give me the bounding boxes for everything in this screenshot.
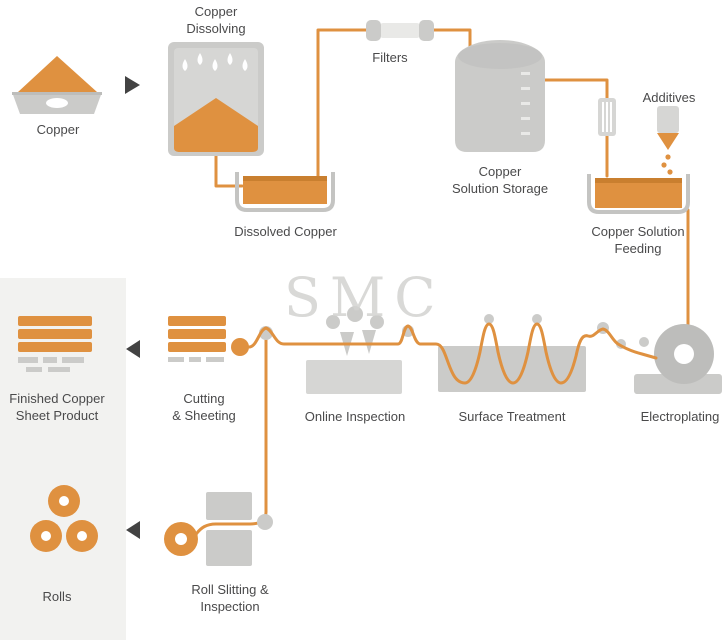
arrow-left-finished-icon [126, 340, 140, 358]
roll-slitting-machine-icon [164, 492, 273, 566]
online-inspection-machine-icon [306, 306, 402, 394]
label-rolls: Rolls [42, 589, 72, 604]
label-online-inspection: Online Inspection [304, 409, 406, 424]
feeding-tray-icon [587, 174, 690, 214]
label-copper-solution-storage: Copper Solution Storage [451, 164, 549, 196]
label-dissolved-copper: Dissolved Copper [234, 224, 337, 239]
label-surface-treatment: Surface Treatment [458, 409, 566, 424]
inline-filter-icon [598, 98, 616, 136]
label-copper-dissolving: Copper Dissolving [186, 4, 246, 36]
surface-treatment-tank-icon [438, 346, 586, 392]
filters-icon [366, 20, 434, 41]
dissolved-copper-tray-icon [235, 172, 335, 212]
label-copper-solution-feeding: Copper Solution Feeding [591, 224, 685, 256]
finished-sheets-icon [18, 316, 92, 372]
rolls-stack-icon [30, 485, 98, 552]
copper-foil-line [247, 322, 658, 385]
storage-tank-icon [455, 40, 545, 152]
label-cutting-sheeting: Cutting & Sheeting [172, 391, 236, 423]
copper-dissolving-tank-icon [168, 42, 264, 156]
label-roll-slitting-inspection: Roll Slitting & Inspection [191, 582, 269, 614]
copper-pile-icon [12, 56, 102, 114]
flow-arrow-right-icon [125, 76, 140, 94]
label-finished-copper-sheet-product: Finished Copper Sheet Product [9, 391, 105, 423]
pipe-dissolving-to-dissolved-tray [214, 148, 244, 188]
pipe-storage-to-feeding [543, 78, 609, 178]
label-additives: Additives [642, 90, 696, 105]
cutting-sheeting-icon [168, 316, 249, 362]
label-electroplating: Electroplating [640, 409, 720, 424]
label-filters: Filters [372, 50, 408, 65]
additives-dropper-icon [657, 106, 679, 175]
arrow-left-rolls-icon [126, 521, 140, 539]
electroplating-drum-icon [634, 324, 722, 394]
label-copper: Copper [36, 122, 80, 137]
